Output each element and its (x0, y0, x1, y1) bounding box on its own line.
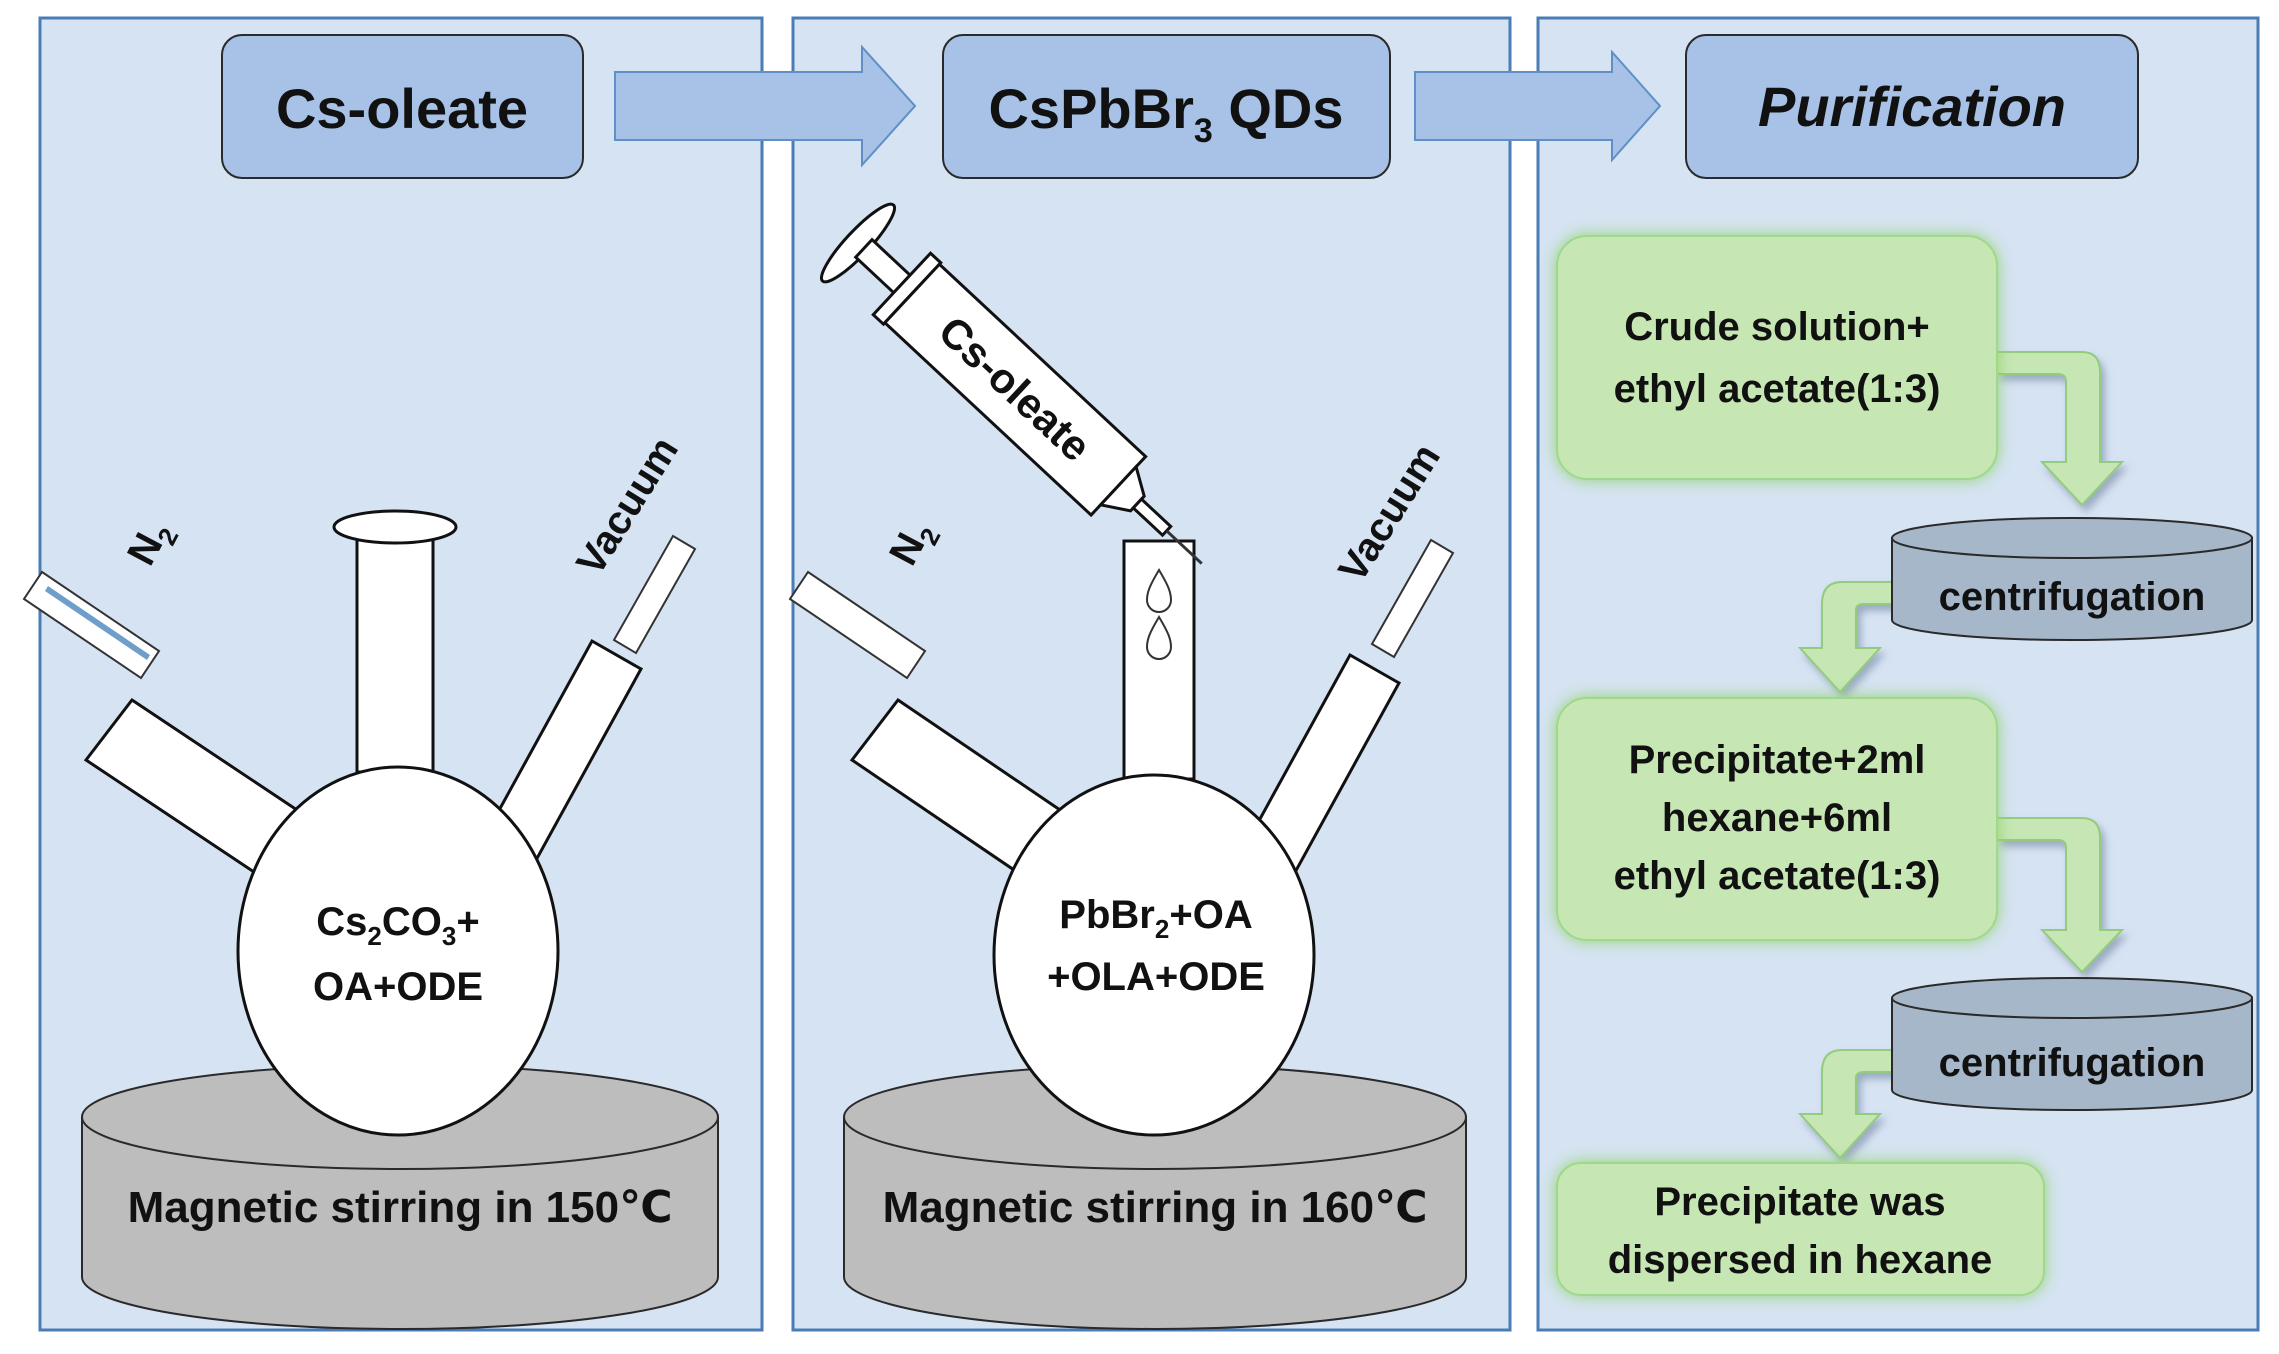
step-precipitate-hexane: Precipitate+2ml hexane+6ml ethyl acetate… (1556, 697, 1998, 941)
step1-line1: Crude solution+ (1624, 305, 1930, 349)
connector-arrow-2 (1797, 581, 1907, 694)
centrifugation-1-label: centrifugation (1939, 575, 2206, 619)
step2-line2: hexane+6ml (1662, 796, 1892, 840)
step-dispersed-in-hexane: Precipitate was dispersed in hexane (1556, 1162, 2045, 1296)
header-cspbbr3-qds: CsPbBr3 QDs (942, 34, 1391, 179)
step3-line2: dispersed in hexane (1608, 1238, 1993, 1282)
step-crude-solution: Crude solution+ ethyl acetate(1:3) (1556, 235, 1998, 480)
header-cs-oleate-label: Cs-oleate (276, 77, 528, 140)
purification-flow: Crude solution+ ethyl acetate(1:3) centr… (1556, 235, 2253, 1296)
step1-line2: ethyl acetate(1:3) (1614, 367, 1941, 411)
magnetic-stirrer-1: Magnetic stirring in 150℃ (81, 1064, 719, 1330)
centrifugation-1: centrifugation (1891, 517, 2253, 641)
flow-arrow-1 (614, 44, 917, 168)
reaction-apparatus-1: Magnetic stirring in 150℃ Cs2CO3+ OA+ODE… (22, 429, 719, 1330)
stirrer-1-label: Magnetic stirring in 150℃ (128, 1183, 673, 1232)
centrifugation-2-label: centrifugation (1939, 1041, 2206, 1085)
step2-line3: ethyl acetate(1:3) (1614, 854, 1941, 898)
stirrer-2-label: Magnetic stirring in 160℃ (883, 1183, 1428, 1232)
panel-purification (1536, 16, 2260, 1332)
step3-line1: Precipitate was (1654, 1180, 1945, 1224)
flask-2-reagents-line2: +OLA+ODE (1047, 955, 1265, 999)
step2-line1: Precipitate+2ml (1629, 738, 1926, 782)
header-cs-oleate: Cs-oleate (221, 34, 584, 179)
centrifugation-2: centrifugation (1891, 977, 2253, 1111)
connector-arrow-1 (1996, 351, 2125, 507)
flask-1-reagents-line1: Cs2CO3+ (316, 900, 479, 951)
header-qds-label: CsPbBr3 QDs (988, 77, 1343, 150)
header-purification-label: Purification (1758, 75, 2066, 138)
flow-arrow-2 (1414, 49, 1662, 163)
connector-arrow-3 (1996, 817, 2125, 974)
flask-2-reagents-line1: PbBr2+OA (1059, 893, 1252, 944)
flask-1-reagents-line2: OA+ODE (313, 965, 483, 1009)
header-purification: Purification (1685, 34, 2139, 179)
connector-arrow-4 (1797, 1049, 1907, 1160)
